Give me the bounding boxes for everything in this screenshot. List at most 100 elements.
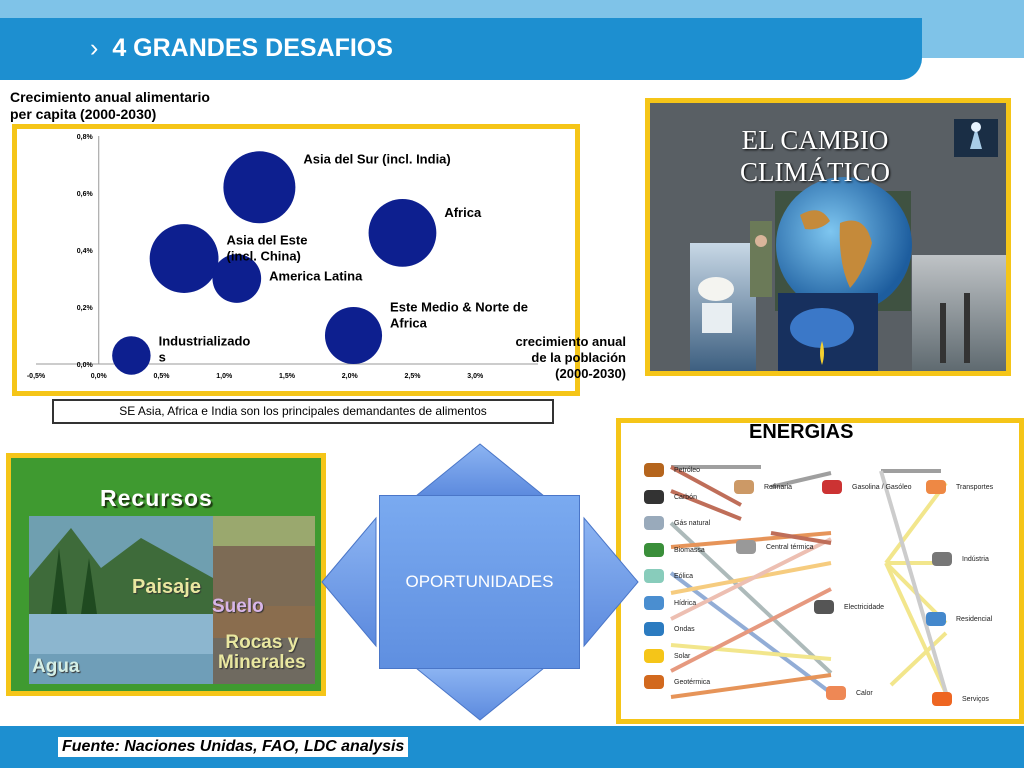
energy-source-0-icon: [644, 463, 664, 477]
energy-source-8-icon: [644, 675, 664, 689]
x-tick-label: -0,5%: [27, 373, 46, 380]
suelo-label: Suelo: [212, 596, 264, 617]
x-tick-label: 0,0%: [91, 373, 108, 380]
energy-residencial-label: Residencial: [956, 616, 993, 623]
recursos-panel: [6, 453, 326, 696]
x-axis-label-line3: (2000-2030): [555, 366, 626, 381]
bubble-label: Asia del Este: [227, 233, 308, 248]
arrow-left-shape: [321, 516, 377, 648]
bubble-label: Asia del Sur (incl. India): [303, 151, 450, 166]
bubble-point: [149, 224, 219, 293]
x-tick-label: 1,0%: [216, 373, 233, 380]
energy-calor-icon: [826, 686, 846, 700]
energy-gasolina-label: Gasolina / Gasóleo: [852, 484, 912, 491]
energy-electricidade-icon: [814, 600, 834, 614]
bubble-point: [212, 254, 262, 303]
rocas-label-line2: Minerales: [218, 652, 306, 673]
slide-title: › 4 GRANDES DESAFIOS: [90, 34, 393, 63]
recursos-title: Recursos: [100, 485, 213, 511]
chevron-right-icon: ›: [90, 34, 99, 62]
bubble-label: Africa: [444, 205, 482, 220]
person-photo: [750, 221, 772, 297]
cambio-climatico-panel: [645, 98, 1011, 376]
chart-caption: SE Asia, Africa e India son los principa…: [52, 399, 554, 424]
paisaje-label: Paisaje: [132, 576, 201, 598]
x-axis-label-line1: crecimiento anual: [515, 334, 626, 349]
x-tick-label: 1,5%: [279, 373, 296, 380]
cambio-climatico-title: EL CAMBIO CLIMÁTICO: [690, 124, 940, 188]
rocas-label-line1: Rocas y: [225, 632, 299, 653]
bubble-label: (incl. China): [227, 249, 301, 264]
energias-title: ENERGIAS: [749, 421, 854, 443]
energy-central-termica-label: Central térmica: [766, 544, 814, 551]
chart-frame: [12, 124, 580, 396]
x-tick-label: 2,0%: [342, 373, 359, 380]
bubble-label: s: [159, 349, 166, 364]
cambio-climatico-collage: [650, 103, 1006, 371]
header-band: [0, 18, 922, 80]
bubble-point: [368, 199, 437, 267]
energy-source-8-label: Geotérmica: [674, 679, 711, 686]
energy-servicos-label: Serviços: [962, 696, 989, 703]
chart-bubbles: [112, 151, 437, 375]
agua-label: Agua: [32, 656, 80, 677]
energy-transportes-label: Transportes: [956, 484, 994, 491]
bubble-point: [324, 306, 383, 365]
oportunidades-label: OPORTUNIDADES: [405, 572, 554, 591]
energy-source-4-label: Eólica: [674, 573, 694, 580]
slide-title-text: 4 GRANDES DESAFIOS: [112, 34, 393, 62]
energy-source-1-label: Carbón: [674, 493, 697, 501]
energy-source-2-label: Gás natural: [674, 520, 711, 527]
energy-source-7-label: Solar: [674, 652, 691, 660]
energy-refinaria-label: Refinaria: [764, 484, 793, 491]
energy-source-5-label: Hídrica: [674, 599, 697, 607]
y-tick-label: 0,6%: [77, 191, 94, 198]
y-tick-label: 0,8%: [77, 134, 94, 141]
header-top-strip: [0, 0, 1024, 18]
oportunidades-box: [379, 495, 580, 669]
x-tick-label: 2,5%: [405, 373, 422, 380]
energy-calor-label: Calor: [856, 690, 873, 697]
x-tick-label: 3,0%: [467, 373, 484, 380]
y-tick-label: 0,0%: [77, 362, 94, 369]
chart-title-line2: per capita (2000-2030): [10, 106, 157, 122]
x-tick-label: 0,5%: [154, 373, 171, 380]
arrow-up-shape: [414, 443, 546, 497]
bubble-label: Africa: [390, 316, 428, 331]
energias-panel: [616, 418, 1024, 724]
energy-servicos-icon: [932, 692, 952, 706]
bubble-label: America Latina: [269, 269, 363, 284]
chart-title: Crecimiento anual alimentario per capita…: [10, 89, 210, 123]
energy-central-termica-icon: [736, 540, 756, 554]
energy-residencial-icon: [926, 612, 946, 626]
bubble-chart: -0,5% 0,0% 0,5% 1,0% 1,5% 2,0% 2,5% 3,0% 0,0% 0,2…: [27, 134, 538, 380]
arrow-down-shape: [414, 667, 546, 721]
bubble-point: [112, 336, 151, 375]
arrow-right-shape: [583, 516, 639, 648]
chart-ticks: -0,5% 0,0% 0,5% 1,0% 1,5% 2,0% 2,5% 3,0% 0,0% 0,2…: [27, 134, 484, 380]
energy-source-5-icon: [644, 595, 664, 610]
energy-source-1-icon: [644, 489, 664, 504]
recursos-collage: [11, 458, 321, 691]
energy-source-3-label: Biomassa: [674, 546, 705, 554]
energy-transportes-icon: [926, 480, 946, 494]
energy-gasolina-icon: [822, 480, 842, 494]
cambio-climatico-title-line2: CLIMÁTICO: [740, 157, 890, 187]
x-axis-label-line2: de la población: [531, 350, 626, 365]
energy-industria-icon: [932, 552, 952, 566]
y-tick-label: 0,2%: [77, 305, 94, 312]
cambio-climatico-title-line1: EL CAMBIO: [741, 125, 889, 155]
energy-electricidade-label: Electricidade: [844, 604, 885, 611]
energy-source-6-label: Ondas: [674, 626, 695, 633]
energy-source-6-icon: [644, 622, 664, 636]
x-axis-label: crecimiento anual de la población (2000-…: [490, 334, 626, 382]
energy-refinaria-icon: [734, 480, 754, 494]
energy-industria-label: Indústria: [962, 556, 989, 563]
energy-source-3-icon: [644, 542, 664, 557]
y-tick-label: 0,4%: [77, 248, 94, 255]
bubble-label: Este Medio & Norte de: [390, 300, 528, 315]
footer-source: Fuente: Naciones Unidas, FAO, LDC analys…: [58, 737, 409, 757]
bubble-label: Industrializado: [159, 333, 251, 348]
